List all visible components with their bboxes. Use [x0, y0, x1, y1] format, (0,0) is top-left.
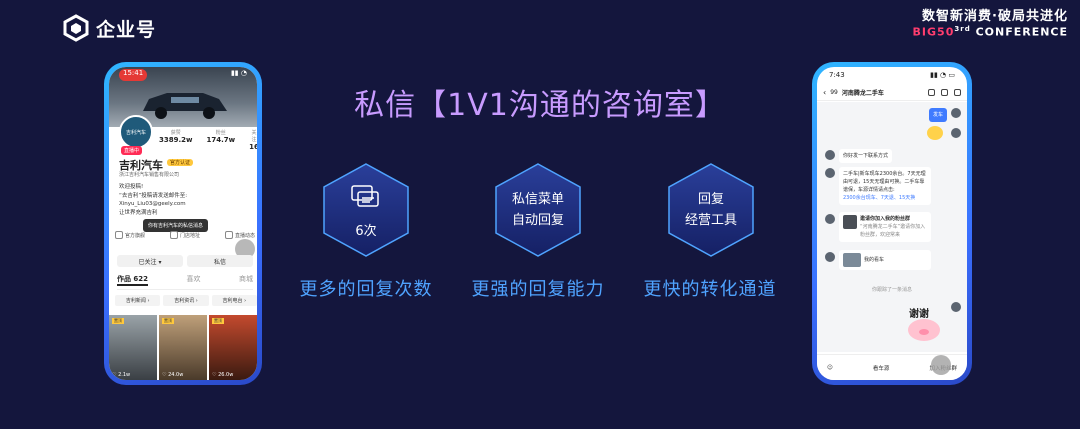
chat-header: ‹ 99 河南腾龙二手车 [817, 85, 967, 101]
feature-row: 6次 私信菜单 自动回复 回复 经营工具 [318, 160, 778, 300]
status-bar: 7:43 ▮▮ ◔ ▭ [817, 67, 967, 81]
status-time: 15:41 [119, 69, 148, 81]
feature-hex-2: 私信菜单 自动回复 [490, 160, 586, 260]
profile-tabs: 作品 622 喜欢 商城 [117, 274, 253, 290]
profile-bio: 欢迎投稿! “去吉利”投稿请发送邮件至: Xinyu_Liu03@geely.c… [119, 184, 188, 216]
avatar [951, 108, 961, 118]
verify-badge: 官方认证 [167, 159, 194, 166]
video-tile[interactable]: 置顶♡ 26.0w [209, 315, 257, 380]
chip-news[interactable]: 吉利新闻 › [115, 295, 161, 306]
avatar [825, 168, 835, 178]
video-grid: 置顶♡ 2.1w 置顶♡ 24.0w 置顶♡ 26.0w [109, 315, 257, 380]
action-address[interactable]: 门店地址 [169, 231, 200, 239]
avatar[interactable]: 吉利汽车 [119, 115, 153, 149]
chat-body: 发车 你好发一下联系方式 二手车|新车现车2300余台。7天无理由可退，15天无… [817, 102, 967, 352]
page-title: 私信【1V1沟通的咨询室】 [354, 88, 726, 123]
pig-sticker-icon: 谢谢 [908, 307, 940, 341]
group-avatar-icon [843, 215, 857, 229]
live-badge[interactable]: 直播中 [121, 146, 143, 155]
avatar [825, 150, 835, 160]
profile-buttons: 已关注 ▾ 私信 [117, 255, 253, 267]
status-bar: 15:41 ▮▮ ◔ [109, 67, 257, 81]
brand-logo-group: 企业号 [62, 14, 156, 42]
feature-label-3: 回复 经营工具 [684, 192, 737, 228]
video-tile[interactable]: 置顶♡ 2.1w [109, 315, 157, 380]
action-store[interactable]: 官方旗舰 [115, 231, 145, 239]
feature-hex-1: 6次 [318, 160, 414, 260]
tab-works[interactable]: 作品 622 [117, 274, 149, 286]
quick-reply-cars[interactable]: 看车源 [872, 365, 890, 372]
message-stack-icon [351, 185, 379, 207]
status-icons: ▮▮ ◔ ▭ [930, 71, 955, 79]
touch-indicator [235, 239, 255, 259]
unread-count: 99 [830, 89, 838, 96]
chat-screen: 7:43 ▮▮ ◔ ▭ ‹ 99 河南腾龙二手车 发车 你好发一下联系方式 二手… [817, 67, 967, 380]
avatar [825, 214, 835, 224]
status-icons: ▮▮ ◔ [230, 69, 247, 77]
tab-likes[interactable]: 喜欢 [186, 275, 201, 283]
car-thumb-icon [843, 253, 861, 267]
emoji-sticker-icon [927, 126, 943, 140]
feature-caption-3: 更快的转化通道 [643, 279, 777, 300]
avatar [825, 252, 835, 262]
profile-actions: 官方旗舰 门店地址 直播动态 [115, 231, 255, 239]
feature-label-1: 6次 [355, 224, 377, 239]
message-button[interactable]: 私信 [187, 255, 253, 267]
sticker-text: 谢谢 [909, 307, 929, 320]
avatar [951, 128, 961, 138]
location-icon [169, 231, 178, 239]
company-name: 浙江吉利汽车销售有限公司 [119, 172, 180, 178]
feature-caption-1: 更多的回复次数 [299, 279, 433, 300]
video-icon[interactable] [941, 89, 948, 96]
feature-hex-3: 回复 经营工具 [663, 160, 759, 260]
back-icon[interactable]: ‹ [823, 88, 827, 97]
video-tile[interactable]: 置顶♡ 24.0w [159, 315, 207, 380]
store-icon [115, 231, 123, 239]
phone-icon[interactable] [928, 89, 935, 96]
brand-name: 企业号 [96, 18, 157, 41]
touch-indicator [931, 355, 951, 375]
conference-sup: 3rd [954, 24, 971, 33]
conference-en-title: BIG503rd CONFERENCE [913, 25, 1068, 39]
chat-title: 河南腾龙二手车 [841, 90, 884, 97]
message-tooltip: 你有吉利汽车的私信消息 [143, 219, 209, 232]
feature-label-2: 私信菜单 自动回复 [511, 192, 564, 228]
car-image-icon [143, 93, 227, 119]
message-link[interactable]: 2300余台现车、7天退、15天换 [843, 195, 916, 201]
chat-message: 二手车|新车现车2300余台。7天无理由可退，15天无理由可换。二手车靠谱保，车… [839, 167, 931, 205]
chat-message: 你好发一下联系方式 [839, 149, 893, 163]
chip-info[interactable]: 吉利资讯 › [163, 295, 209, 306]
feature-caption-2: 更强的回复能力 [471, 279, 605, 300]
conference-rest: CONFERENCE [975, 25, 1068, 39]
system-message: 你跟踪了一条消息 [871, 287, 912, 293]
more-icon[interactable] [954, 89, 961, 96]
profile-name: 吉利汽车 [119, 159, 163, 172]
conference-big: BIG50 [912, 25, 955, 39]
live-icon [224, 231, 233, 239]
avatar [951, 302, 961, 312]
chat-phone-mockup: 7:43 ▮▮ ◔ ▭ ‹ 99 河南腾龙二手车 发车 你好发一下联系方式 二手… [812, 62, 972, 385]
hexagon-logo-icon [63, 14, 89, 42]
follow-button[interactable]: 已关注 ▾ [117, 255, 183, 267]
tab-shop[interactable]: 商城 [239, 275, 253, 283]
group-invite-card[interactable]: 邀请你加入我的粉丝群“河南腾龙二手车”邀请你加入粉丝群，欢迎常来 [839, 212, 931, 242]
collection-chips: 吉利新闻 › 吉利资讯 › 吉利电台 › [115, 295, 257, 306]
self-message: 发车 [928, 108, 947, 122]
action-live[interactable]: 直播动态 [224, 231, 255, 239]
conference-logo: 数智新消费·破局共进化 BIG503rd CONFERENCE [913, 9, 1068, 39]
emoji-icon[interactable]: ☺ [827, 364, 833, 371]
car-card[interactable]: 我的看车 [839, 250, 931, 270]
conference-cn-title: 数智新消费·破局共进化 [922, 9, 1068, 24]
status-time: 7:43 [829, 71, 845, 79]
chip-radio[interactable]: 吉利电台 › [211, 295, 257, 306]
